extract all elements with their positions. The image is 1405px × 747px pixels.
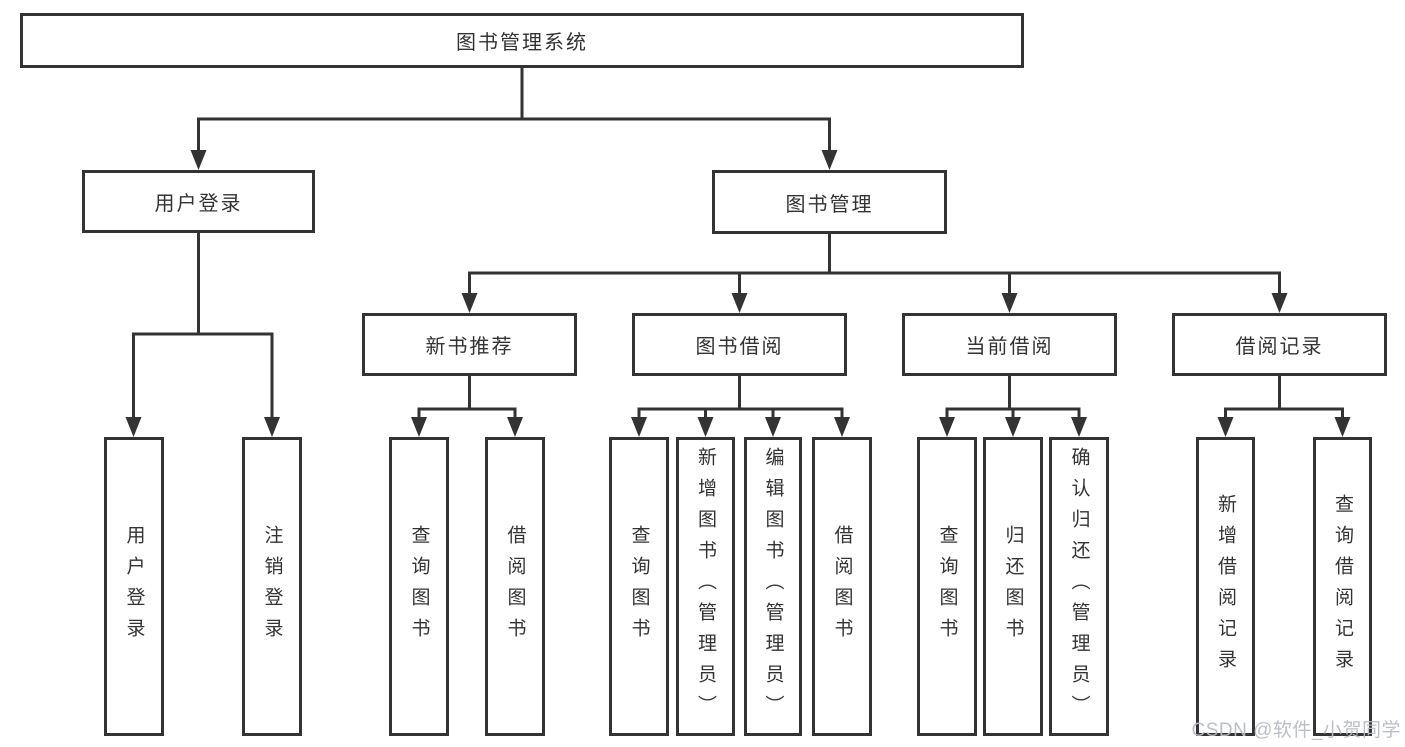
- leaf-add-borrow-record: 新增借阅记录: [1196, 437, 1255, 736]
- leaf-borrow-book-recommend-label: 借阅图书: [504, 524, 526, 649]
- watermark-text: CSDN @软件_小贺同学: [1191, 720, 1401, 741]
- leaf-confirm-return-admin: 确认归还（管理员）: [1049, 437, 1109, 736]
- leaf-query-book-recommend: 查询图书: [389, 437, 449, 736]
- leaf-logout: 注销登录: [242, 437, 302, 736]
- node-current-borrow: 当前借阅: [902, 313, 1117, 376]
- node-new-book-recommend-label: 新书推荐: [425, 336, 514, 358]
- node-root: 图书管理系统: [20, 13, 1024, 68]
- node-borrow-records: 借阅记录: [1172, 313, 1387, 376]
- leaf-user-login: 用户登录: [104, 437, 164, 736]
- node-book-management: 图书管理: [712, 170, 947, 234]
- leaf-return-book-label: 归还图书: [1002, 524, 1024, 649]
- leaf-edit-book-admin-label: 编辑图书（管理员）: [762, 447, 784, 726]
- node-current-borrow-label: 当前借阅: [965, 336, 1054, 358]
- leaf-query-borrow-record: 查询借阅记录: [1313, 437, 1372, 736]
- leaf-query-borrow-record-label: 查询借阅记录: [1332, 493, 1353, 680]
- node-book-borrow: 图书借阅: [632, 313, 847, 376]
- leaf-query-book-current: 查询图书: [917, 437, 977, 736]
- node-book-management-label: 图书管理: [785, 193, 874, 216]
- leaf-query-book-recommend-label: 查询图书: [408, 524, 430, 649]
- leaf-logout-label: 注销登录: [261, 524, 283, 649]
- leaf-return-book: 归还图书: [983, 437, 1043, 736]
- leaf-confirm-return-admin-label: 确认归还（管理员）: [1068, 447, 1090, 726]
- leaf-query-book-borrow-label: 查询图书: [628, 524, 650, 649]
- leaf-add-book-admin-label: 新增图书（管理员）: [695, 447, 716, 726]
- node-new-book-recommend: 新书推荐: [362, 313, 577, 376]
- leaf-borrow-book-label: 借阅图书: [831, 524, 853, 649]
- leaf-query-book-borrow: 查询图书: [609, 437, 669, 736]
- leaf-add-borrow-record-label: 新增借阅记录: [1215, 493, 1236, 680]
- leaf-add-book-admin: 新增图书（管理员）: [676, 437, 735, 736]
- leaf-borrow-book: 借阅图书: [812, 437, 872, 736]
- leaf-borrow-book-recommend: 借阅图书: [485, 437, 545, 736]
- leaf-user-login-label: 用户登录: [123, 524, 145, 649]
- node-borrow-records-label: 借阅记录: [1235, 336, 1324, 358]
- node-book-borrow-label: 图书借阅: [695, 336, 784, 358]
- node-user-login: 用户登录: [82, 170, 315, 233]
- node-user-login-label: 用户登录: [154, 193, 243, 215]
- leaf-edit-book-admin: 编辑图书（管理员）: [744, 437, 802, 736]
- node-root-label: 图书管理系统: [456, 32, 588, 54]
- leaf-query-book-current-label: 查询图书: [936, 524, 958, 649]
